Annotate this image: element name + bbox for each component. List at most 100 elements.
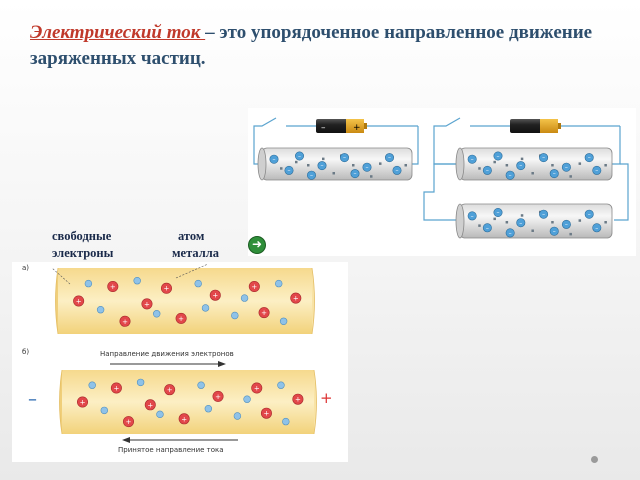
- electron-particle: [549, 226, 559, 236]
- electron-particle: [561, 162, 571, 172]
- charge-sign: +: [76, 297, 82, 305]
- electron-particle: [100, 406, 109, 415]
- electron-particle: [284, 165, 294, 175]
- free-electrons-line-1: свободные: [52, 229, 112, 243]
- electron-particle: [317, 161, 327, 171]
- electron-particle: [584, 153, 594, 163]
- electron-particle: [243, 395, 251, 403]
- atom-dot: [404, 164, 407, 167]
- ion-particle: [209, 289, 221, 301]
- slide-dot-icon: [591, 456, 598, 463]
- atom-dot: [569, 232, 572, 236]
- ion-particle: [110, 382, 122, 394]
- electron-particle: [392, 165, 402, 175]
- atom-dot: [493, 217, 496, 221]
- title-definition: – это упорядоченное направленное движени…: [30, 22, 593, 69]
- charge-sign: –: [509, 172, 512, 179]
- atom-dot: [604, 221, 607, 224]
- charge-sign: –: [542, 211, 545, 218]
- ion-particle: [251, 382, 263, 394]
- charge-sign: –: [471, 213, 474, 220]
- conductor-diagram-svg: а) б) Направление движения электронов – …: [22, 263, 333, 454]
- ion-particle: [292, 393, 304, 405]
- electron-particle: [505, 228, 515, 238]
- electron-particle: [592, 165, 602, 175]
- positive-terminal-label: +: [320, 389, 333, 407]
- arrow-right-circle-icon[interactable]: ➜: [248, 236, 266, 254]
- electron-particle: [340, 153, 350, 163]
- ion-particle: [178, 413, 190, 425]
- charge-sign: –: [388, 155, 391, 162]
- ion-particle: [248, 280, 260, 292]
- atom-dot: [531, 229, 534, 232]
- atom-dot: [280, 167, 283, 170]
- charge-sign: +: [181, 415, 187, 423]
- electron-direction-arrowhead: [218, 361, 226, 367]
- electron-particle: [84, 279, 93, 288]
- charge-sign: –: [519, 163, 522, 170]
- atom-dot: [322, 157, 325, 161]
- atom-dot: [352, 164, 355, 167]
- circuit-illustration: – + –––––––––––––––––––––: [248, 108, 636, 256]
- metal-atom-label: атом металла: [172, 228, 219, 262]
- charge-sign: +: [295, 396, 301, 404]
- ion-particle: [123, 416, 135, 428]
- charge-sign: +: [254, 384, 260, 392]
- electron-particle: [194, 279, 202, 288]
- right-battery: [510, 119, 561, 133]
- electron-particle: [493, 151, 503, 161]
- charge-sign: –: [497, 153, 500, 160]
- atom-dot: [578, 162, 582, 165]
- electron-particle: [549, 169, 559, 179]
- left-circuit-wires: [253, 117, 419, 165]
- electron-particle: [269, 154, 279, 164]
- charge-sign: –: [273, 156, 276, 163]
- atom-dot: [520, 214, 524, 217]
- charge-sign: –: [310, 172, 313, 179]
- electron-particle: [482, 223, 492, 233]
- electron-direction-label: Направление движения электронов: [100, 350, 234, 358]
- atom-dot: [505, 221, 509, 224]
- electron-particle: [279, 317, 288, 325]
- electron-particle: [156, 410, 164, 419]
- ion-particle: [175, 312, 187, 324]
- electron-particle: [153, 310, 161, 318]
- charge-sign: –: [486, 168, 489, 175]
- charge-sign: –: [343, 155, 346, 162]
- ion-particle: [119, 315, 131, 327]
- electron-particle: [592, 223, 602, 233]
- free-electrons-line-2: электроны: [52, 245, 114, 260]
- charge-sign: –: [519, 220, 522, 227]
- electron-particle: [482, 165, 492, 175]
- battery-plus-label: +: [353, 123, 361, 133]
- current-direction-label: Принятое направление тока: [118, 446, 224, 454]
- battery-minus-label: –: [321, 123, 326, 133]
- right-conductor-bottom: [455, 203, 613, 239]
- charge-sign: +: [122, 318, 128, 326]
- atom-dot: [604, 164, 607, 167]
- electron-particle: [277, 381, 285, 389]
- charge-sign: –: [565, 222, 568, 229]
- charge-sign: +: [144, 300, 150, 308]
- conductor-a: [55, 267, 315, 335]
- atom-dot: [478, 224, 481, 227]
- conductor-diagram: а) б) Направление движения электронов – …: [12, 262, 348, 462]
- electron-particle: [233, 412, 242, 420]
- charge-sign: +: [293, 295, 299, 303]
- current-direction-arrowhead: [122, 437, 130, 443]
- electron-particle: [240, 294, 249, 302]
- atom-dot: [379, 162, 382, 165]
- charge-sign: +: [215, 393, 221, 401]
- charge-sign: –: [595, 168, 598, 175]
- ion-particle: [77, 396, 89, 408]
- electron-particle: [584, 209, 594, 219]
- charge-sign: –: [553, 228, 556, 235]
- charge-sign: –: [509, 230, 512, 237]
- electron-particle: [539, 209, 549, 219]
- charge-sign: –: [497, 210, 500, 217]
- atom-dot: [370, 175, 373, 178]
- electron-particle: [306, 170, 316, 180]
- circuit-particles: ––––––––––––––––––––––––––––––: [269, 151, 607, 238]
- charge-sign: –: [288, 168, 291, 175]
- ion-particle: [160, 282, 172, 294]
